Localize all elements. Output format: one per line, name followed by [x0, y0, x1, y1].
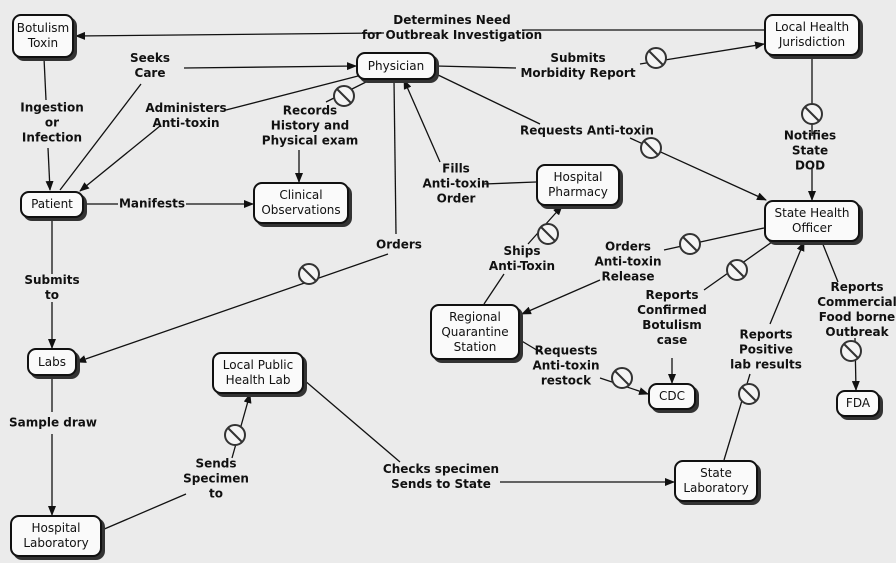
no-sign-requests-icon: [640, 137, 662, 159]
node-fda: FDA: [836, 390, 880, 417]
node-local-health-jurisdiction: Local Health Jurisdiction: [764, 14, 860, 56]
edge-rqs-requests: [519, 339, 541, 353]
node-cdc: CDC: [648, 383, 696, 410]
edge-label-sample-draw: Sample draw: [9, 415, 97, 430]
edge-lph-checks: [303, 379, 401, 463]
edge-rqs-ships: [483, 273, 505, 305]
no-sign-specimen-icon: [224, 424, 246, 446]
node-labs: Labs: [27, 348, 77, 376]
edge-label-fills-order: Fills Anti-toxin Order: [422, 161, 490, 206]
edge-hospital-lab-sends: [101, 493, 187, 531]
node-state-laboratory: State Laboratory: [674, 460, 758, 502]
no-sign-positive-icon: [738, 383, 760, 405]
edge-determines-need-left: [75, 31, 385, 40]
edge-label-orders: Orders: [376, 237, 422, 252]
edge-fills-physician: [403, 79, 441, 163]
node-regional-quarantine-station: Regional Quarantine Station: [430, 304, 520, 360]
edge-label-manifests: Manifests: [118, 196, 186, 211]
edge-label-reports-positive: Reports Positive lab results: [730, 327, 802, 372]
node-state-health-officer: State Health Officer: [764, 200, 860, 242]
node-hospital-pharmacy: Hospital Pharmacy: [536, 164, 620, 206]
no-sign-confirmed-icon: [726, 259, 748, 281]
edge-label-seeks-care: Seeks Care: [129, 51, 171, 80]
edge-label-reports-commercial: Reports Commercial Food borne Outbreak: [817, 280, 896, 339]
edge-label-determines-need: Determines Need for Outbreak Investigati…: [361, 13, 543, 42]
node-clinical-observations: Clinical Observations: [253, 182, 349, 224]
no-sign-records-icon: [333, 85, 355, 107]
edge-label-orders-release: Orders Anti-toxin Release: [594, 239, 662, 284]
edge-physician-administers: [225, 75, 359, 111]
node-patient: Patient: [20, 191, 84, 218]
edge-label-checks-specimen: Checks specimen Sends to State: [382, 462, 500, 491]
edge-seeks-care-patient: [59, 83, 142, 191]
edge-label-submits-to: Submits to: [24, 273, 80, 302]
node-botulism-toxin: Botulism Toxin: [12, 14, 74, 58]
edge-reports-positive-sho: [769, 241, 805, 325]
edge-administers-patient: [79, 125, 161, 192]
edge-label-requests-restock: Requests Anti-toxin restock: [532, 343, 600, 388]
node-hospital-laboratory: Hospital Laboratory: [10, 515, 102, 557]
no-sign-ships-icon: [537, 223, 559, 245]
no-sign-orders-icon: [298, 263, 320, 285]
node-physician: Physician: [356, 52, 436, 80]
edge-label-records-history: Records History and Physical exam: [261, 103, 359, 148]
edge-label-requests-antitoxin: Requests Anti-toxin: [520, 123, 654, 138]
edge-label-ships: Ships Anti-Toxin: [488, 244, 556, 273]
edge-label-notifies-state: Notifies State DOD: [783, 128, 837, 173]
node-local-public-health-lab: Local Public Health Lab: [212, 352, 304, 394]
edge-pharmacy-fills: [483, 181, 537, 185]
edge-toxin-ingestion: [43, 57, 47, 101]
no-sign-notifies-icon: [801, 103, 823, 125]
edge-sho-reports-commercial: [821, 241, 839, 283]
edge-physician-submits: [435, 65, 517, 69]
edge-label-sends-specimen: Sends Specimen to: [183, 456, 249, 501]
edge-seeks-care: [183, 62, 357, 71]
no-sign-commercial-icon: [840, 340, 862, 362]
edge-orders-labs: [76, 253, 389, 363]
edge-orders-release-rqs: [521, 279, 601, 315]
edge-label-administers: Administers Anti-toxin: [145, 101, 227, 130]
no-sign-morbidity-icon: [645, 47, 667, 69]
no-sign-orders-release-icon: [679, 233, 701, 255]
edge-sho-orders-release: [663, 227, 765, 251]
no-sign-restock-icon: [611, 367, 633, 389]
edge-ingestion-patient: [45, 147, 54, 191]
edge-physician-requests: [435, 73, 541, 125]
edge-label-ingestion: Ingestion or Infection: [20, 100, 84, 145]
edge-physician-orders: [393, 79, 397, 235]
edge-label-reports-confirmed: Reports Confirmed Botulism case: [637, 288, 707, 347]
edge-label-submits-morbidity: Submits Morbidity Report: [520, 51, 636, 80]
